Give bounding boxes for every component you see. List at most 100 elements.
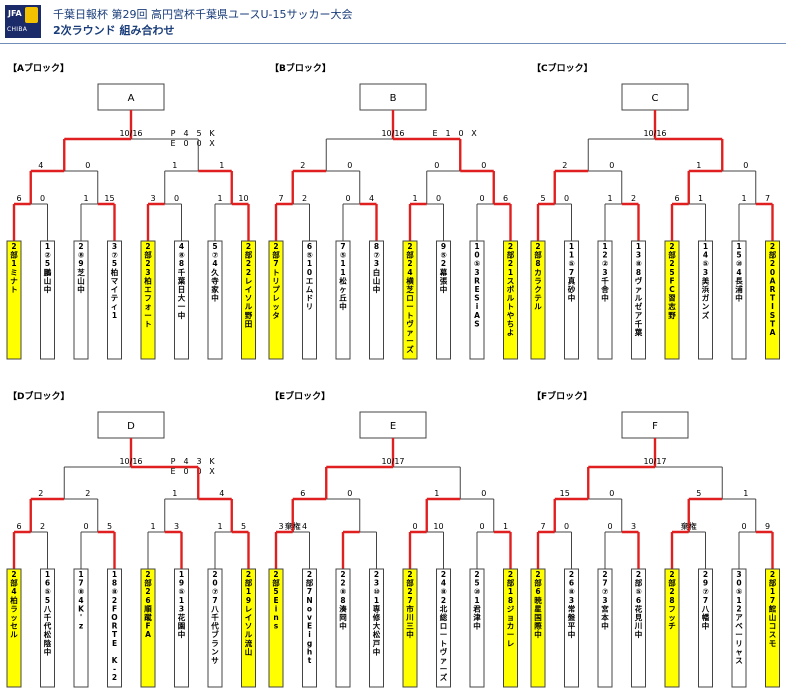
block-box <box>359 83 427 111</box>
team-box <box>241 240 256 360</box>
team-name-char: ⑤ <box>440 251 446 260</box>
team-name-char: ー <box>440 630 448 639</box>
team-name-char: 5 <box>45 596 50 605</box>
team-name-char: 4 <box>441 579 446 588</box>
pk-note: 0 <box>458 129 463 138</box>
team-name-char: i <box>308 630 311 639</box>
team-name-char: ⑤ <box>178 587 184 596</box>
team-name-char: フ <box>668 604 676 613</box>
team-box <box>73 568 89 688</box>
team-name-char: 中 <box>440 284 448 294</box>
team-name-char: 6 <box>535 587 540 596</box>
team-name-char: ⑧ <box>340 587 346 596</box>
team-name-char: 1 <box>736 242 741 251</box>
team-name-char: 部 <box>769 250 777 260</box>
team-name-char: ー <box>507 630 515 639</box>
team-name-char: ナ <box>10 276 18 285</box>
match-date: 10/16 <box>119 129 142 138</box>
team-name-char: 川 <box>405 613 414 622</box>
semi-score-left: 2 <box>300 161 305 170</box>
semi-score-left: 0 <box>434 161 439 170</box>
team-name-char: 1 <box>340 268 345 277</box>
team-name-char: ⑧ <box>440 587 446 596</box>
team-box <box>302 240 317 360</box>
team-name-char: n <box>273 613 278 622</box>
team-name-char: 1 <box>770 587 775 596</box>
semi-score-right: 0 <box>743 161 748 170</box>
game-score-left: 3 <box>278 522 283 531</box>
team-name-char: 1 <box>602 242 607 251</box>
team-name-char: マ <box>111 276 119 285</box>
team-name-char: 8 <box>112 579 117 588</box>
team-name-char: 2 <box>535 242 540 251</box>
team-name-char: ル <box>534 302 542 311</box>
team-box <box>369 568 384 688</box>
team-name-char: 5 <box>736 251 741 260</box>
game-score-left: 0 <box>412 522 417 531</box>
team-name-char: 久 <box>210 267 219 277</box>
team-name-char: ポ <box>507 284 515 294</box>
team-name-char: 9 <box>78 259 83 268</box>
game-score-right: 2 <box>631 194 636 203</box>
team-name-char: 代 <box>43 621 52 631</box>
team-name-char: 部 <box>769 578 777 588</box>
semi-score-right: 4 <box>219 489 224 498</box>
pk-note: 0 <box>196 139 201 148</box>
team-name-char: 大 <box>178 293 186 303</box>
team-box <box>530 240 546 360</box>
team-name-char: レ <box>245 604 253 613</box>
team-name-char: レ <box>245 276 253 285</box>
game-score-left: 1 <box>217 194 222 203</box>
block-box-label: A <box>128 93 135 104</box>
team-name-char: ブ <box>211 629 219 639</box>
logo-mark-icon <box>25 7 38 23</box>
semi-score-left: 4 <box>38 161 43 170</box>
logo-text: JFA <box>8 9 22 18</box>
team-name-char: 部 <box>406 578 414 588</box>
team-name-char: 9 <box>179 579 184 588</box>
team-name-char: レ <box>507 639 515 648</box>
team-name-char: 7 <box>307 587 312 596</box>
team-box <box>597 568 613 688</box>
team-name-char: 2 <box>11 570 16 579</box>
team-name-char: 4 <box>78 596 83 605</box>
game-score-right: 10 <box>433 522 443 531</box>
team-name-char: T <box>770 319 776 328</box>
team-name-char: 際 <box>534 621 542 631</box>
game-score-right: 3 <box>174 522 179 531</box>
team-name-char: 山 <box>373 275 381 285</box>
team-name-char: F <box>669 276 674 285</box>
team-name-char: 2 <box>669 587 674 596</box>
team-name-char: ⑧ <box>635 259 641 268</box>
team-name-char: 3 <box>474 268 479 277</box>
team-name-char: 0 <box>212 579 217 588</box>
team-name-char: 部 <box>272 578 280 588</box>
team-box <box>765 240 780 360</box>
semi-score-left: 1 <box>696 161 701 170</box>
team-name-char: ス <box>769 630 777 639</box>
team-name-char: 2 <box>441 596 446 605</box>
team-name-char: 2 <box>703 570 708 579</box>
semi-score-right: 0 <box>609 161 614 170</box>
team-name-char: 2 <box>636 570 641 579</box>
team-name-char: 1 <box>112 570 117 579</box>
team-name-char: ロ <box>406 294 414 303</box>
team-box <box>765 568 780 688</box>
team-name-char: ⑦ <box>702 587 709 596</box>
team-box <box>631 240 646 360</box>
page-subtitle: 2次ラウンド 組み合わせ <box>53 24 175 37</box>
team-name-char: 津 <box>473 612 481 622</box>
team-box <box>73 240 89 360</box>
team-name-char: 中 <box>568 629 576 639</box>
team-name-char: ジ <box>507 604 515 613</box>
team-name-char: 6 <box>569 579 574 588</box>
team-name-char: O <box>111 613 117 622</box>
team-box <box>698 568 713 688</box>
